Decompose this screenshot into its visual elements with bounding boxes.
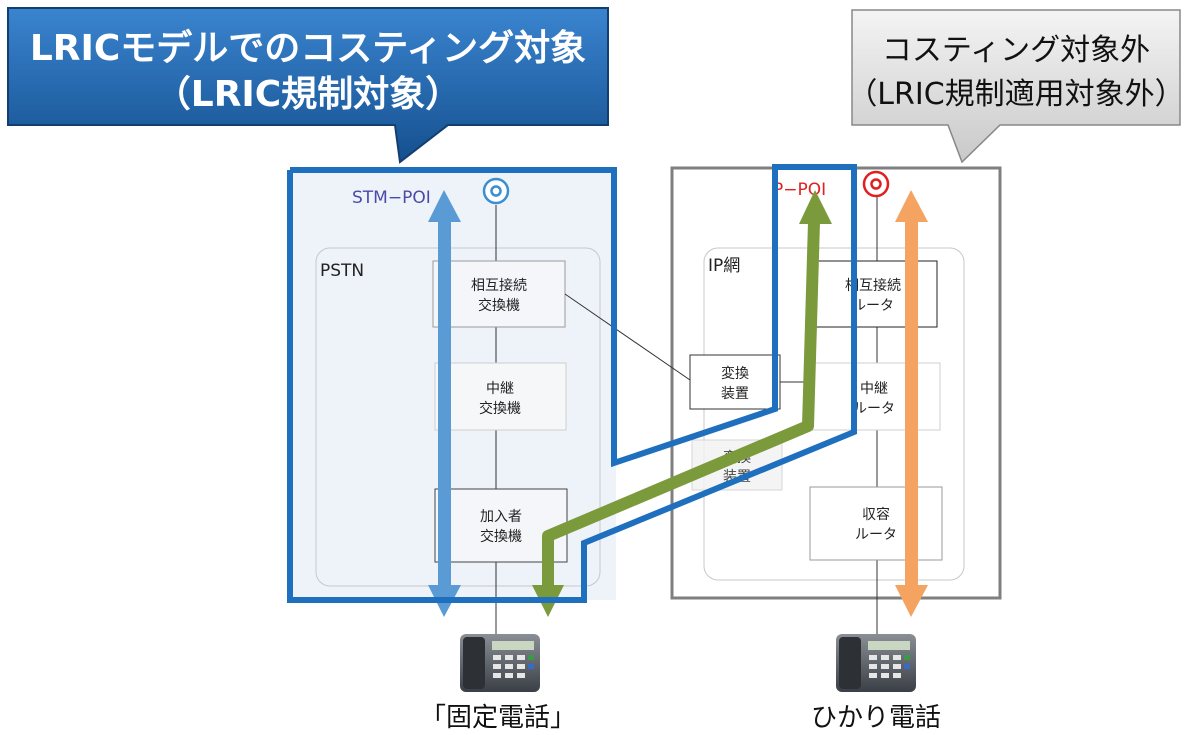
svg-text:相互接続: 相互接続 xyxy=(845,277,901,294)
ip-label: IP網 xyxy=(708,256,740,276)
converter-upper: 変換 装置 xyxy=(689,354,781,410)
stm-poi-label: STM−POI xyxy=(352,188,431,208)
svg-text:変換: 変換 xyxy=(721,365,749,382)
svg-text:中継: 中継 xyxy=(860,381,888,397)
interconnect-switch: 相互接続 交換機 xyxy=(432,260,566,328)
svg-text:ルータ: ルータ xyxy=(855,527,897,543)
svg-text:交換機: 交換機 xyxy=(480,528,522,545)
pstn-label: PSTN xyxy=(320,261,364,281)
svg-text:装置: 装置 xyxy=(721,386,749,402)
hikari-phone-icon xyxy=(836,634,916,692)
relay-router: 中継 ルータ xyxy=(807,362,941,431)
hikari-phone-caption: ひかり電話 xyxy=(811,703,941,733)
relay-switch: 中継 交換機 xyxy=(434,362,567,431)
fixed-phone-icon xyxy=(460,634,540,692)
stm-poi-icon xyxy=(482,177,510,205)
svg-text:交換機: 交換機 xyxy=(478,297,520,314)
ip-network-frame xyxy=(703,247,965,581)
access-router: 収容 ルータ xyxy=(809,486,943,561)
callout-right-line1: コスティング対象外 xyxy=(882,33,1150,68)
svg-text:中継: 中継 xyxy=(486,381,514,397)
svg-text:相互接続: 相互接続 xyxy=(471,277,527,294)
callout-right-line2: （LRIC規制適用対象外） xyxy=(847,77,1184,112)
hikari-path-arrow xyxy=(895,190,928,617)
callout-left-line2: （LRIC規制対象） xyxy=(155,74,461,115)
svg-text:ルータ: ルータ xyxy=(852,298,894,314)
ip-poi-icon xyxy=(862,170,890,198)
pstn-to-converter-link xyxy=(564,293,691,381)
costing-scope-outline xyxy=(287,164,857,603)
svg-text:交換機: 交換機 xyxy=(479,400,521,417)
costing-target-callout: LRICモデルでのコスティング対象 （LRIC規制対象） xyxy=(7,7,609,164)
non-costing-callout: コスティング対象外 （LRIC規制適用対象外） xyxy=(847,9,1185,164)
svg-text:収容: 収容 xyxy=(862,506,890,523)
fixed-phone-caption: 「固定電話」 xyxy=(420,703,576,733)
callout-left-line1: LRICモデルでのコスティング対象 xyxy=(30,27,586,69)
svg-text:ルータ: ルータ xyxy=(853,401,895,417)
svg-text:加入者: 加入者 xyxy=(480,509,522,525)
